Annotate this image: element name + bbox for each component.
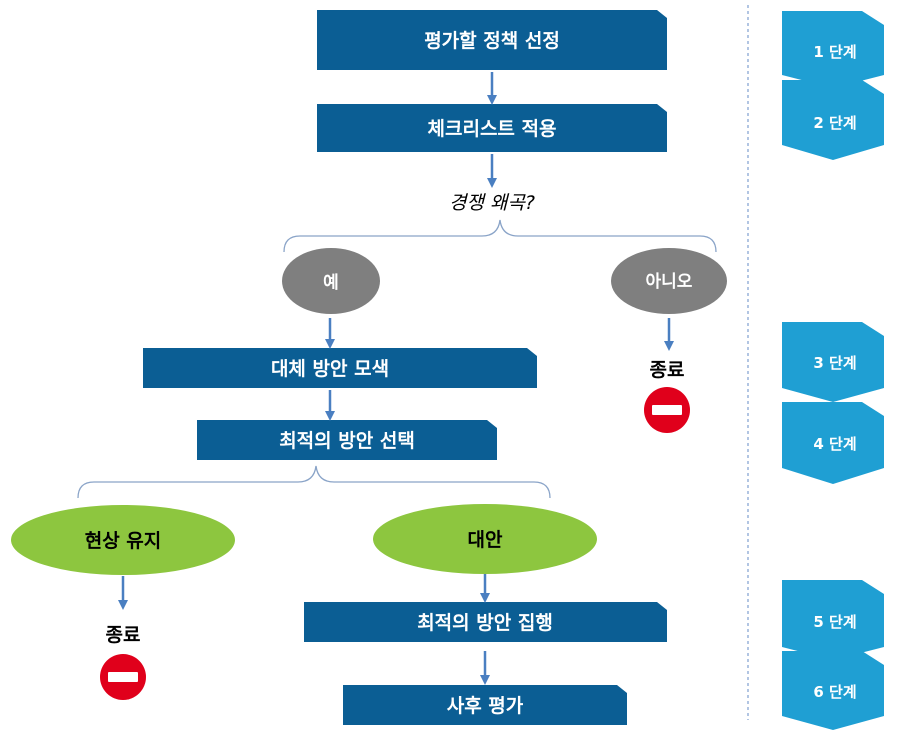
stage-chevron: 3 단계 xyxy=(782,322,884,402)
branch-brace xyxy=(283,219,717,253)
end-label: 종료 xyxy=(106,624,141,646)
stage-chevron: 6 단계 xyxy=(782,651,884,730)
decision-question: 경쟁 왜곡? xyxy=(449,192,535,214)
stage-chevron: 4 단계 xyxy=(782,402,884,484)
step-box: 최적의 방안 집행 xyxy=(304,602,667,642)
step-label: 대체 방안 모색 xyxy=(271,358,389,380)
step-label: 평가할 정책 선정 xyxy=(424,29,560,52)
step-label: 체크리스트 적용 xyxy=(428,118,557,140)
yes-label: 예 xyxy=(323,273,339,293)
end-marker: 종료 xyxy=(100,624,146,700)
yes-oval: 예 xyxy=(282,248,380,314)
no-label: 아니오 xyxy=(646,272,693,292)
alternative-oval: 대안 xyxy=(373,504,597,574)
end-marker: 종료 xyxy=(644,359,690,433)
stage-chevron: 2 단계 xyxy=(782,80,884,160)
end-label: 종료 xyxy=(650,359,685,381)
alternative-label: 대안 xyxy=(468,529,503,551)
branch-brace xyxy=(77,465,551,499)
flow-arrows xyxy=(118,72,674,685)
step-label: 최적의 방안 집행 xyxy=(417,612,553,634)
stage-label: 1 단계 xyxy=(813,43,856,61)
step-box: 최적의 방안 선택 xyxy=(197,420,497,460)
stage-chevron: 1 단계 xyxy=(782,11,884,88)
stage-label: 2 단계 xyxy=(813,114,856,132)
step-box: 사후 평가 xyxy=(343,685,627,725)
stage-label: 3 단계 xyxy=(813,354,856,372)
stage-label: 4 단계 xyxy=(813,435,856,453)
step-label: 사후 평가 xyxy=(447,695,524,717)
step-box: 체크리스트 적용 xyxy=(317,104,667,152)
stage-chevron: 5 단계 xyxy=(782,580,884,660)
keep-status-label: 현상 유지 xyxy=(85,530,162,552)
no-entry-icon xyxy=(100,654,146,700)
keep-status-oval: 현상 유지 xyxy=(11,505,235,575)
step-box: 대체 방안 모색 xyxy=(143,348,537,388)
stage-label: 6 단계 xyxy=(813,683,856,701)
step-label: 최적의 방안 선택 xyxy=(279,430,415,452)
no-entry-icon xyxy=(644,387,690,433)
step-box: 평가할 정책 선정 xyxy=(317,10,667,70)
stage-label: 5 단계 xyxy=(813,613,856,631)
no-oval: 아니오 xyxy=(611,248,727,314)
